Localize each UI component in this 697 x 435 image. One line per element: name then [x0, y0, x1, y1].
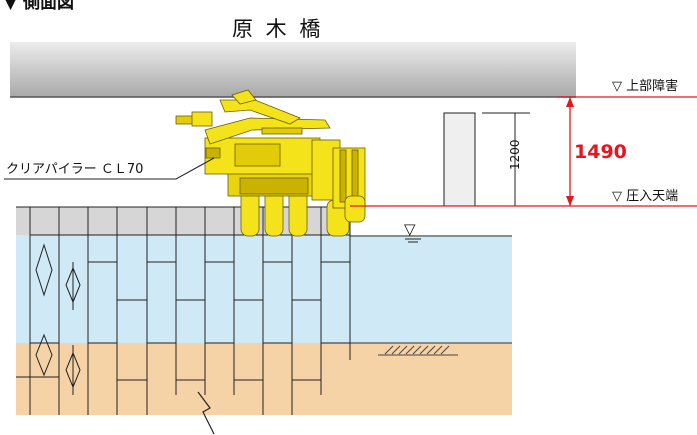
- seabed-hatch: [378, 345, 458, 356]
- press-top-label: ▽ 圧入天端: [612, 189, 678, 204]
- dim-arrow-bottom: [566, 196, 574, 206]
- water-body: [350, 235, 512, 343]
- pile-diamond-markers: [35, 243, 81, 395]
- machine-label: クリアパイラー ＣＬ70: [6, 162, 143, 177]
- bridge-name: 原 木 橋: [232, 17, 323, 41]
- upper-obstacle-label: ▽ 上部障害: [612, 78, 678, 94]
- clearance-value: 1490: [574, 141, 627, 163]
- bridge-girder: [10, 42, 576, 97]
- pile-soil-zone: [16, 343, 350, 415]
- block-height-label: 1200: [508, 139, 522, 170]
- soil-layer: [350, 343, 512, 415]
- clear-piler-machine: [175, 89, 366, 237]
- dim-arrow-top: [566, 97, 574, 107]
- reaction-block: [443, 112, 476, 207]
- clearance-dimension: [350, 96, 697, 207]
- machine-label-leader: [4, 157, 215, 180]
- pile-water-zone: [16, 235, 350, 343]
- sheet-pile-wall: [16, 206, 351, 435]
- section-label: ▼ 側面図: [4, 0, 74, 13]
- water-level-symbol: ▽: [404, 220, 416, 238]
- break-line: [197, 391, 215, 435]
